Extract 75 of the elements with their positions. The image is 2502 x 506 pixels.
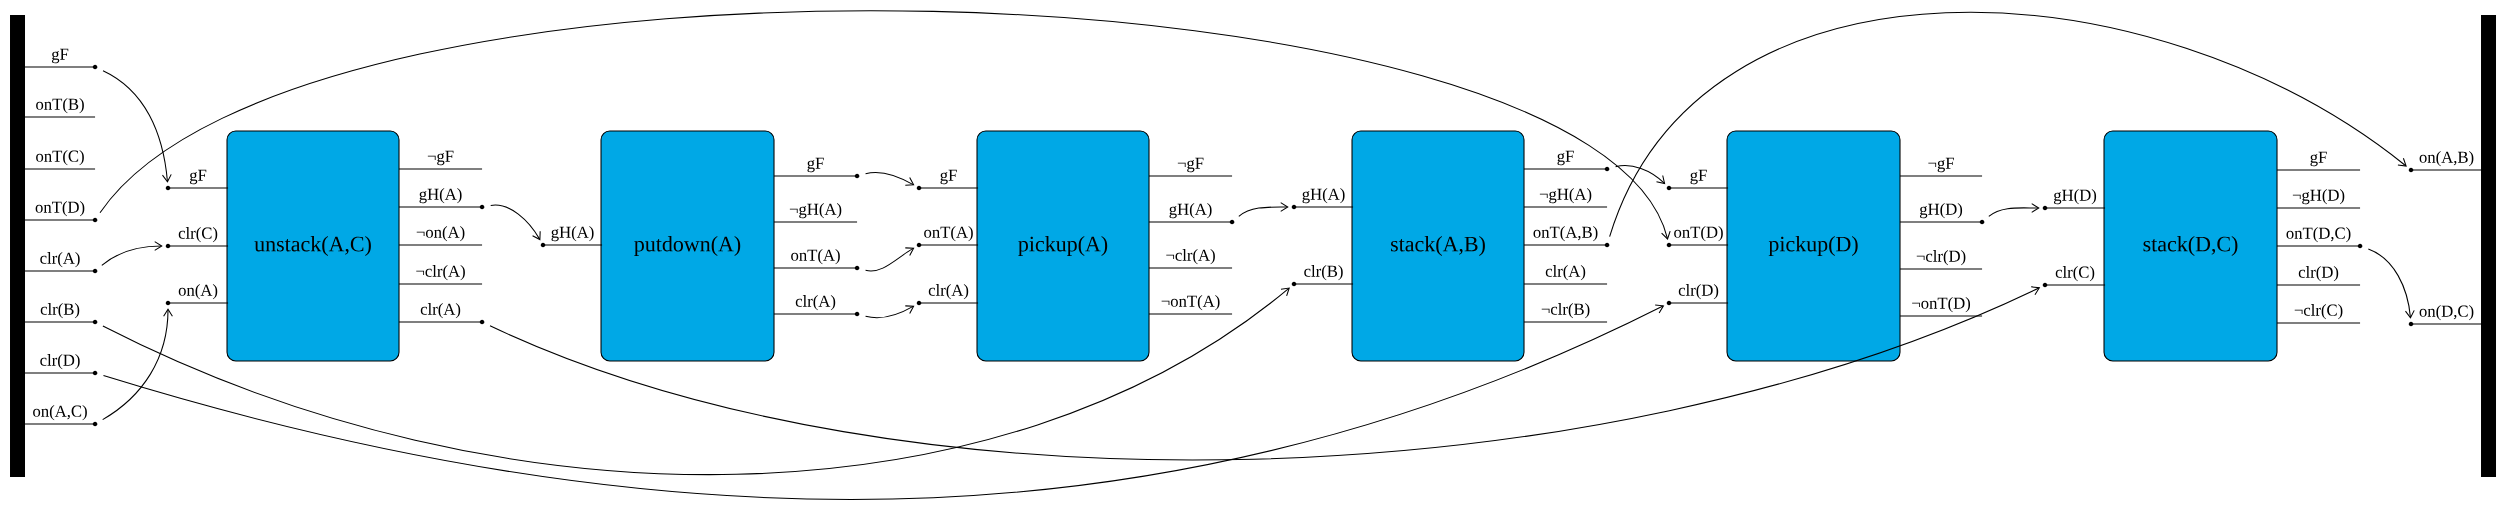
- state-bar: [2481, 15, 2496, 477]
- signal-line: ¬gF: [1899, 157, 1983, 177]
- signal-line: gH(A): [540, 226, 603, 248]
- action-box: unstack(A,C): [226, 130, 400, 362]
- signal-line: onT(D): [1666, 226, 1729, 248]
- signal-line: gH(A): [398, 188, 485, 210]
- signal-line: ¬gH(A): [773, 203, 858, 223]
- signal-line: clr(A): [1523, 265, 1608, 285]
- signal-line: clr(C): [2042, 266, 2106, 288]
- arrow: [1609, 12, 2407, 238]
- arrow: [2367, 248, 2415, 319]
- action-box: stack(D,C): [2103, 130, 2278, 362]
- signal-line: ¬clr(A): [1148, 249, 1233, 269]
- signal-line: clr(A): [24, 252, 98, 274]
- action-box: pickup(D): [1726, 130, 1901, 362]
- signal-line: on(A,B): [2408, 151, 2483, 173]
- signal-line: clr(D): [1666, 284, 1729, 306]
- signal-line: onT(A): [773, 249, 860, 271]
- signal-line: clr(D): [2276, 266, 2361, 286]
- signal-line: gH(A): [1148, 203, 1235, 225]
- signal-line: gF: [24, 48, 98, 70]
- signal-line: onT(D): [24, 201, 98, 223]
- signal-line: clr(B): [1291, 265, 1354, 287]
- signal-line: gF: [1666, 169, 1729, 191]
- signal-line: gH(A): [1291, 188, 1354, 210]
- signal-line: clr(A): [916, 284, 979, 306]
- action-box: putdown(A): [600, 130, 775, 362]
- signal-line: clr(A): [773, 295, 860, 317]
- signal-line: gF: [2276, 151, 2361, 171]
- arrow: [102, 287, 1290, 475]
- arrow: [865, 305, 915, 319]
- arrow: [1238, 202, 1289, 217]
- signal-line: clr(A): [398, 303, 485, 325]
- signal-line: gF: [165, 169, 229, 191]
- action-box: stack(A,B): [1351, 130, 1525, 362]
- signal-line: ¬gF: [1148, 157, 1233, 177]
- signal-line: onT(A): [916, 226, 979, 248]
- signal-line: onT(B): [24, 98, 96, 118]
- arrow: [490, 204, 541, 241]
- signal-line: clr(D): [24, 354, 98, 376]
- arrow: [865, 247, 915, 272]
- signal-line: ¬clr(D): [1899, 250, 1983, 270]
- signal-line: onT(D,C): [2276, 227, 2363, 249]
- signal-line: ¬gF: [398, 150, 483, 170]
- signal-line: ¬clr(C): [2276, 304, 2361, 324]
- arrow: [489, 286, 2041, 460]
- signal-line: on(A,C): [24, 405, 98, 427]
- signal-line: gH(D): [1899, 203, 1985, 225]
- signal-line: clr(B): [24, 303, 98, 325]
- signal-line: gF: [916, 169, 979, 191]
- arrow: [102, 304, 1665, 500]
- arrow: [1615, 165, 1666, 185]
- signal-line: ¬clr(B): [1523, 303, 1608, 323]
- arrow: [99, 10, 1671, 240]
- signal-line: ¬onT(D): [1899, 297, 1983, 317]
- signal-line: gF: [1523, 150, 1610, 172]
- action-box: pickup(A): [976, 130, 1150, 362]
- signal-line: on(D,C): [2408, 305, 2483, 327]
- arrow: [102, 70, 172, 183]
- signal-line: ¬gH(D): [2276, 189, 2361, 209]
- signal-line: onT(C): [24, 150, 96, 170]
- arrow: [101, 241, 163, 266]
- arrow: [1988, 203, 2040, 217]
- signal-line: clr(C): [165, 227, 229, 249]
- signal-line: ¬on(A): [398, 226, 483, 246]
- arrow: [865, 171, 915, 186]
- arrow: [102, 308, 173, 421]
- signal-line: gF: [773, 157, 860, 179]
- signal-line: onT(A,B): [1523, 226, 1610, 248]
- signal-line: ¬gH(A): [1523, 188, 1608, 208]
- signal-line: ¬onT(A): [1148, 295, 1233, 315]
- signal-line: gH(D): [2042, 189, 2106, 211]
- state-bar: [10, 15, 25, 477]
- signal-line: on(A): [165, 284, 229, 306]
- signal-line: ¬clr(A): [398, 265, 483, 285]
